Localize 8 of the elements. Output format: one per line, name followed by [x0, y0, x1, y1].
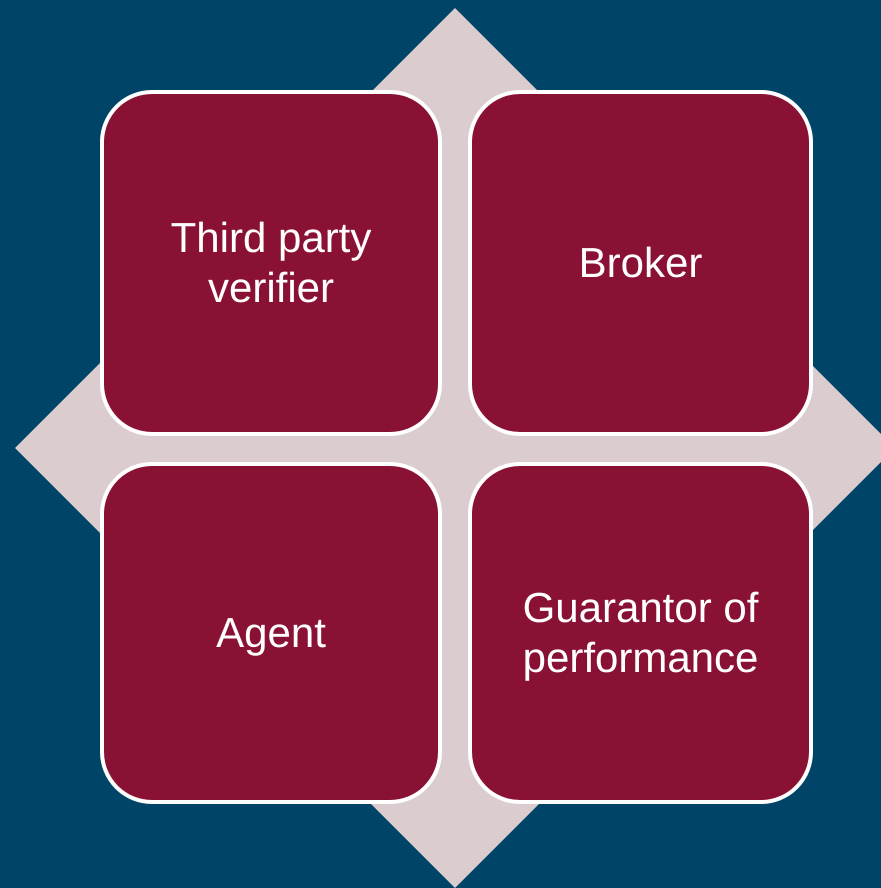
- role-label: Third party verifier: [170, 212, 372, 313]
- role-label: Broker: [578, 238, 704, 288]
- role-box: [100, 462, 442, 804]
- role-label: Agent: [215, 608, 327, 658]
- role-box: [468, 462, 813, 804]
- role-label: Guarantor of performance: [522, 582, 760, 683]
- role-box: [468, 90, 813, 436]
- role-box: [100, 90, 442, 436]
